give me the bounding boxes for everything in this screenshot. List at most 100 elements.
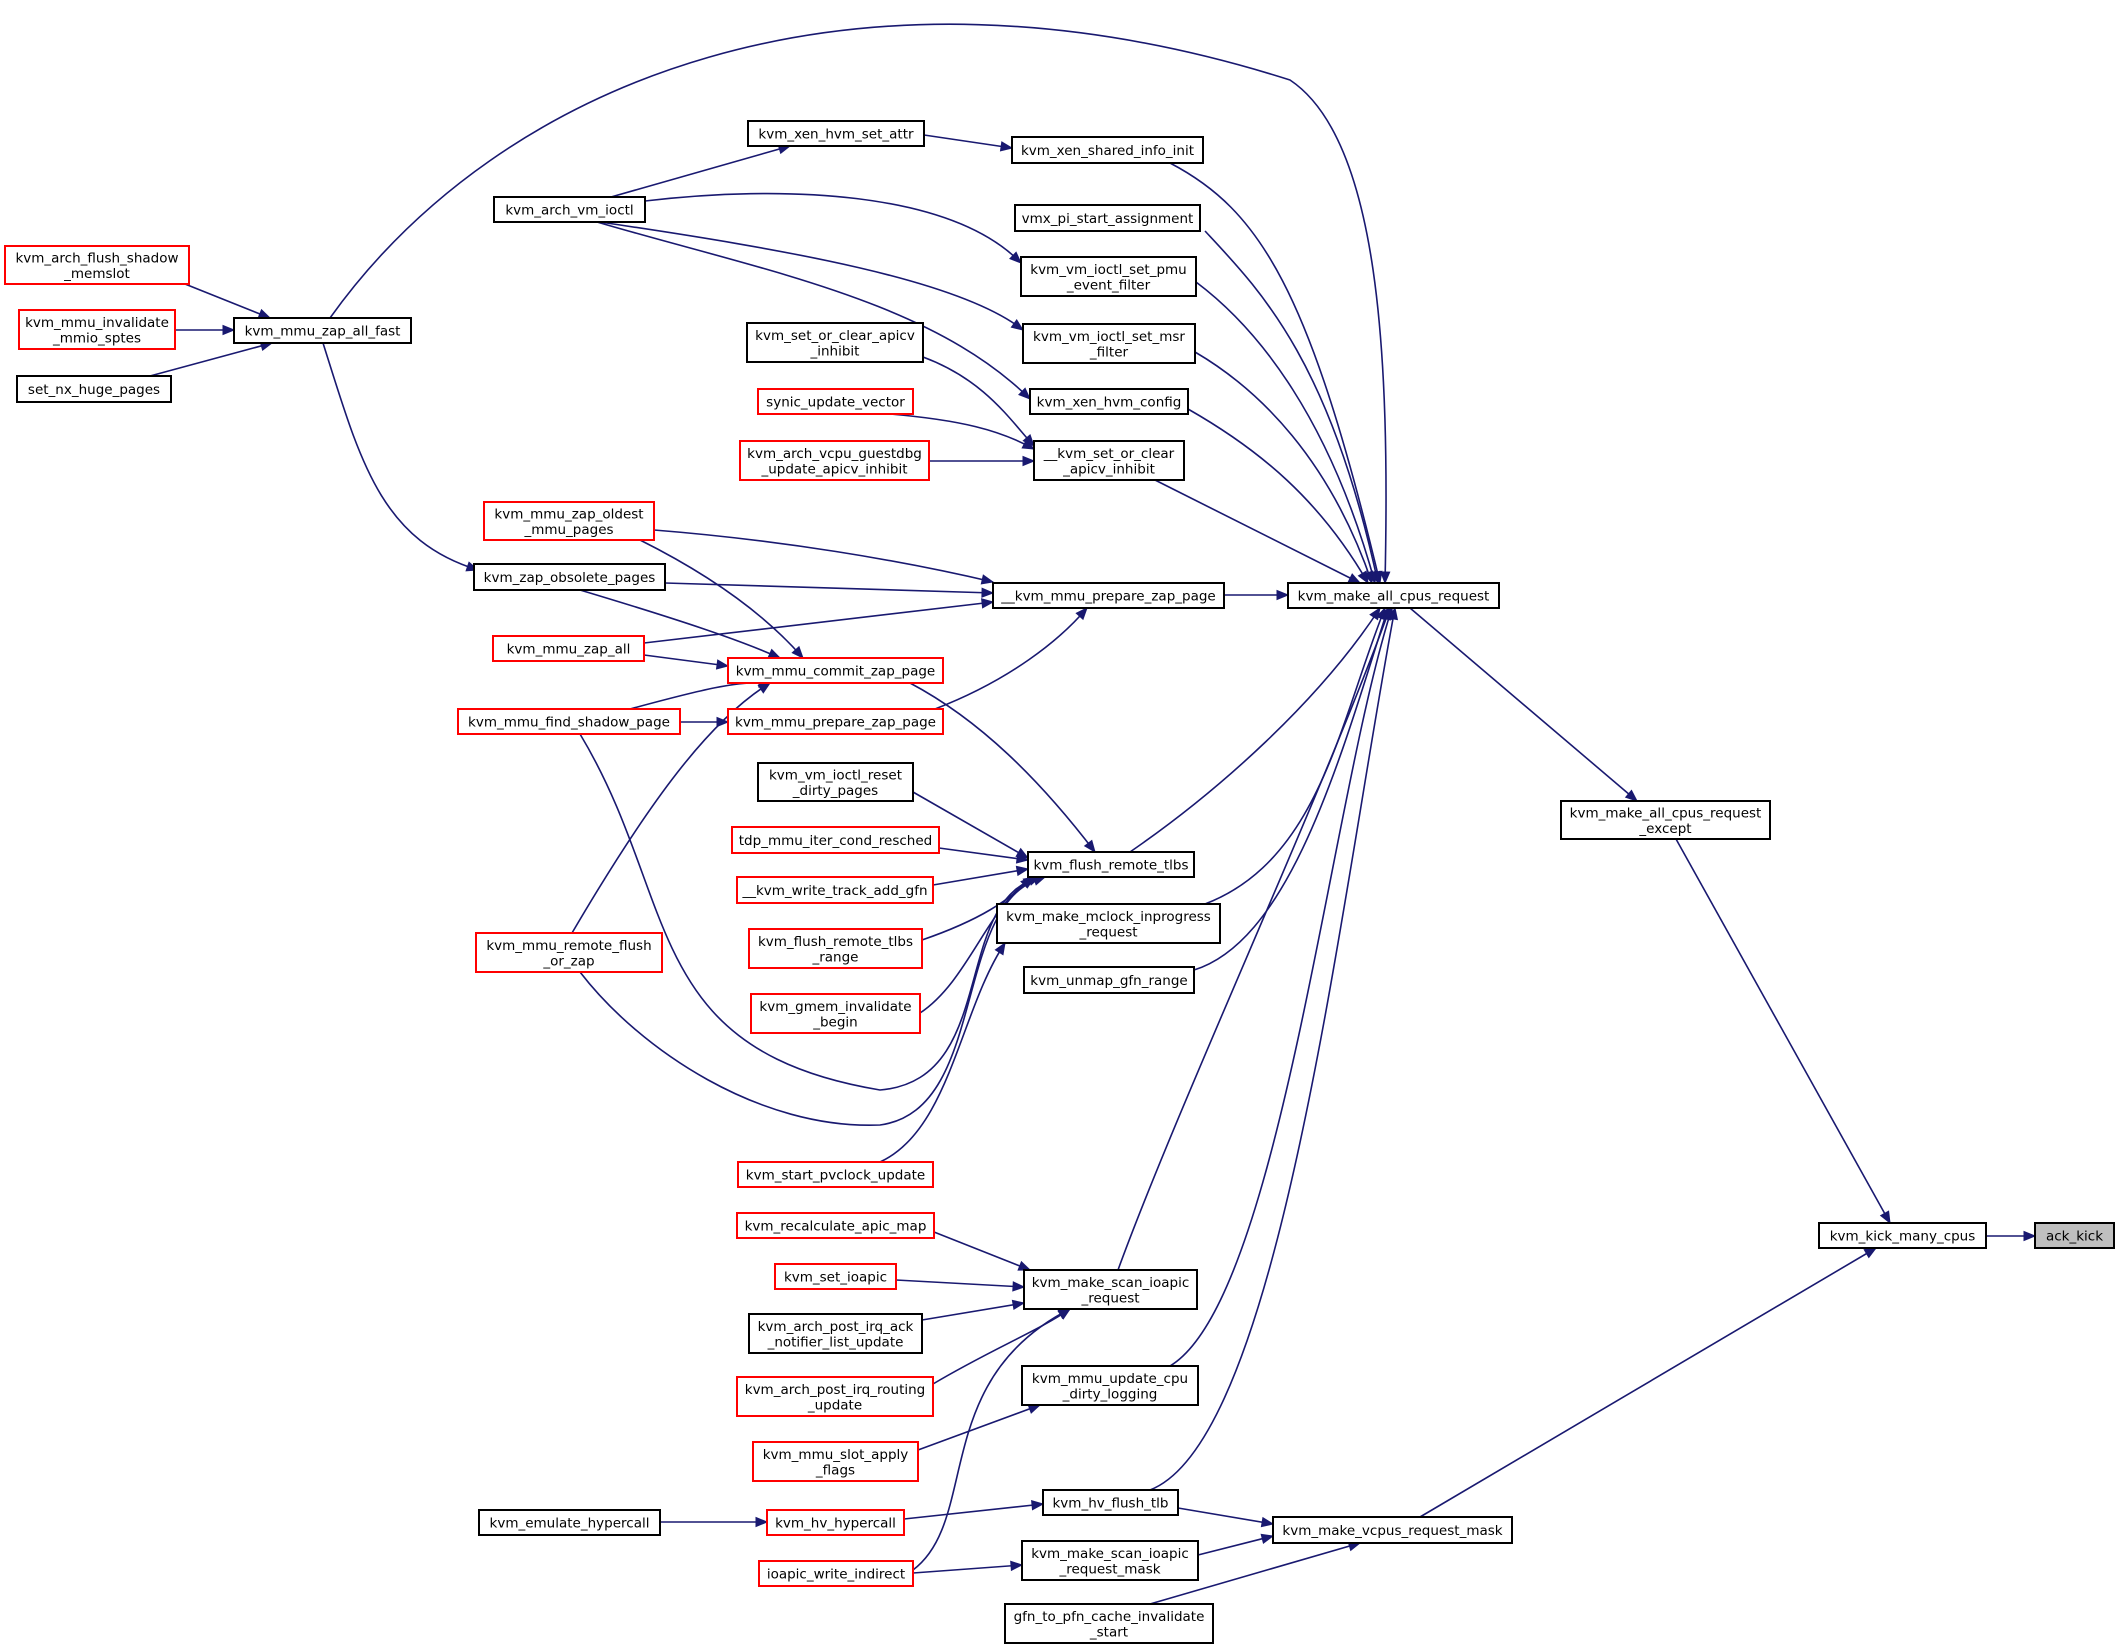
node-kvm-mmu-zap-all[interactable]: kvm_mmu_zap_all	[492, 635, 645, 662]
node-kvm-make-vcpus-request-mask[interactable]: kvm_make_vcpus_request_mask	[1272, 1516, 1513, 1544]
node-box	[473, 563, 666, 591]
arrowhead-icon	[1260, 1516, 1275, 1528]
node-kvm-set-or-clear-apicv-inhibit[interactable]: kvm_set_or_clear_apicv_inhibit	[746, 322, 924, 363]
node-box	[1011, 136, 1204, 164]
node-kvm-hv-flush-tlb[interactable]: kvm_hv_flush_tlb	[1042, 1489, 1179, 1516]
node-box	[992, 582, 1225, 609]
node-set-nx-huge-pages[interactable]: set_nx_huge_pages	[16, 375, 172, 403]
arrowhead-icon	[999, 141, 1014, 152]
edge-line	[639, 539, 804, 659]
node-kvm-mmu-update-cpu-dirty-logging[interactable]: kvm_mmu_update_cpu_dirty_logging	[1021, 1365, 1199, 1406]
node-label: _begin	[812, 1014, 858, 1030]
node-box	[1014, 204, 1201, 232]
node-kvm-make-scan-ioapic-request[interactable]: kvm_make_scan_ioapic_request	[1023, 1269, 1198, 1310]
node-label: kvm_mmu_zap_all_fast	[245, 324, 401, 340]
node-kvm-arch-vcpu-guestdbg-update-apicv-inhibit[interactable]: kvm_arch_vcpu_guestdbg_update_apicv_inhi…	[739, 440, 930, 481]
node-box	[457, 708, 681, 735]
node-kvm-start-pvclock-update[interactable]: kvm_start_pvclock_update	[737, 1161, 934, 1188]
node-kvm-arch-flush-shadow-memslot[interactable]: kvm_arch_flush_shadow_memslot	[4, 245, 190, 285]
node-ioapic-write-indirect[interactable]: ioapic_write_indirect	[758, 1560, 914, 1587]
node-kvm-vm-ioctl-set-msr-filter[interactable]: kvm_vm_ioctl_set_msr_filter	[1022, 323, 1196, 364]
node-kvm-xen-hvm-config[interactable]: kvm_xen_hvm_config	[1029, 388, 1189, 415]
edge-line	[1187, 408, 1369, 584]
arrowhead-icon	[1015, 865, 1030, 877]
node-box	[1560, 800, 1771, 840]
node-label: kvm_kick_many_cpus	[1830, 1229, 1976, 1245]
node-kvm-recalculate-apic-map[interactable]: kvm_recalculate_apic_map	[736, 1212, 935, 1239]
node-label: _range	[811, 949, 858, 965]
node---kvm-set-or-clear-apicv-inhibit[interactable]: __kvm_set_or_clear_apicv_inhibit	[1033, 440, 1185, 481]
node-kvm-unmap-gfn-range[interactable]: kvm_unmap_gfn_range	[1023, 966, 1195, 994]
node-kvm-mmu-commit-zap-page[interactable]: kvm_mmu_commit_zap_page	[727, 657, 944, 684]
node-kvm-gmem-invalidate-begin[interactable]: kvm_gmem_invalidate_begin	[750, 993, 921, 1034]
call-edge-kvm_make_mclock_inprogress_request-to-kvm_make_all_cpus_request	[1204, 606, 1386, 905]
node-kvm-xen-hvm-set-attr[interactable]: kvm_xen_hvm_set_attr	[747, 120, 925, 147]
arrowhead-icon	[1357, 570, 1369, 585]
node-kvm-make-all-cpus-request[interactable]: kvm_make_all_cpus_request	[1287, 582, 1500, 609]
node---kvm-write-track-add-gfn[interactable]: __kvm_write_track_add_gfn	[736, 876, 934, 904]
node-kvm-vm-ioctl-reset-dirty-pages[interactable]: kvm_vm_ioctl_reset_dirty_pages	[757, 762, 914, 802]
node---kvm-mmu-prepare-zap-page[interactable]: __kvm_mmu_prepare_zap_page	[992, 582, 1225, 609]
node-kvm-vm-ioctl-set-pmu-event-filter[interactable]: kvm_vm_ioctl_set_pmu_event_filter	[1020, 256, 1197, 297]
node-kvm-make-mclock-inprogress-request[interactable]: kvm_make_mclock_inprogress_request	[996, 903, 1221, 944]
node-box	[736, 1212, 935, 1239]
node-kvm-emulate-hypercall[interactable]: kvm_emulate_hypercall	[478, 1509, 661, 1536]
node-label: kvm_recalculate_apic_map	[745, 1219, 927, 1235]
node-label: ioapic_write_indirect	[767, 1567, 905, 1583]
node-box	[1021, 1365, 1199, 1406]
node-synic-update-vector[interactable]: synic_update_vector	[757, 388, 914, 415]
node-kvm-kick-many-cpus[interactable]: kvm_kick_many_cpus	[1818, 1222, 1987, 1249]
arrowhead-icon	[1057, 1308, 1072, 1320]
call-edge-kvm_mmu_find_shadow_page-to-kvm_mmu_prepare_zap_page	[680, 716, 730, 728]
node-vmx-pi-start-assignment[interactable]: vmx_pi_start_assignment	[1014, 204, 1201, 232]
node-kvm-arch-post-irq-ack-notifier-list-update[interactable]: kvm_arch_post_irq_ack_notifier_list_upda…	[748, 1313, 923, 1354]
call-edge-kvm_hv_hypercall-to-kvm_hv_flush_tlb	[903, 1500, 1045, 1520]
arrowhead-icon	[791, 645, 804, 659]
edge-line	[933, 1231, 1031, 1271]
arrowhead-icon	[1624, 789, 1639, 802]
node-box	[493, 196, 646, 223]
node-kvm-flush-remote-tlbs-range[interactable]: kvm_flush_remote_tlbs_range	[748, 928, 923, 969]
node-kvm-flush-remote-tlbs[interactable]: kvm_flush_remote_tlbs	[1027, 851, 1195, 878]
node-kvm-mmu-invalidate-mmio-sptes[interactable]: kvm_mmu_invalidate_mmio_sptes	[18, 309, 176, 350]
node-label: kvm_emulate_hypercall	[490, 1516, 650, 1532]
node-gfn-to-pfn-cache-invalidate-start[interactable]: gfn_to_pfn_cache_invalidate_start	[1004, 1603, 1214, 1644]
edge-line	[184, 283, 271, 319]
node-box	[18, 309, 176, 350]
edge-line	[889, 413, 1035, 450]
node-kvm-make-all-cpus-request-except[interactable]: kvm_make_all_cpus_request_except	[1560, 800, 1771, 840]
node-ack-kick[interactable]: ack_kick	[2034, 1222, 2115, 1249]
node-tdp-mmu-iter-cond-resched[interactable]: tdp_mmu_iter_cond_resched	[731, 826, 940, 854]
edge-line	[579, 733, 1041, 1091]
node-box	[1023, 966, 1195, 994]
node-label: _inhibit	[810, 343, 860, 359]
node-kvm-mmu-prepare-zap-page[interactable]: kvm_mmu_prepare_zap_page	[727, 708, 944, 735]
arrowhead-icon	[994, 941, 1006, 956]
node-kvm-mmu-find-shadow-page[interactable]: kvm_mmu_find_shadow_page	[457, 708, 681, 735]
node-kvm-mmu-slot-apply-flags[interactable]: kvm_mmu_slot_apply_flags	[752, 1441, 919, 1482]
edge-line	[643, 601, 994, 644]
node-label: kvm_mmu_slot_apply	[763, 1447, 909, 1463]
node-kvm-hv-hypercall[interactable]: kvm_hv_hypercall	[766, 1509, 905, 1536]
node-kvm-xen-shared-info-init[interactable]: kvm_xen_shared_info_init	[1011, 136, 1204, 164]
node-kvm-mmu-zap-all-fast[interactable]: kvm_mmu_zap_all_fast	[233, 317, 412, 344]
node-box	[1029, 388, 1189, 415]
arrowhead-icon	[2023, 1230, 2037, 1242]
edge-line	[1154, 479, 1361, 584]
node-kvm-zap-obsolete-pages[interactable]: kvm_zap_obsolete_pages	[473, 563, 666, 591]
node-box	[1818, 1222, 1987, 1249]
edge-line	[1129, 607, 1381, 853]
call-edge-kvm_xen_shared_info_init-to-kvm_make_all_cpus_request	[1169, 162, 1383, 585]
node-kvm-mmu-zap-oldest-mmu-pages[interactable]: kvm_mmu_zap_oldest_mmu_pages	[483, 501, 655, 541]
node-box	[737, 1161, 934, 1188]
node-kvm-arch-vm-ioctl[interactable]: kvm_arch_vm_ioctl	[493, 196, 646, 223]
node-label: kvm_hv_flush_tlb	[1052, 1496, 1168, 1512]
node-box	[1020, 256, 1197, 297]
node-kvm-mmu-remote-flush-or-zap[interactable]: kvm_mmu_remote_flush_or_zap	[475, 932, 663, 973]
node-label: _or_zap	[542, 953, 594, 969]
node-kvm-arch-post-irq-routing-update[interactable]: kvm_arch_post_irq_routing_update	[736, 1376, 934, 1417]
node-box	[758, 1560, 914, 1587]
arrowhead-icon	[755, 1516, 769, 1528]
node-kvm-make-scan-ioapic-request-mask[interactable]: kvm_make_scan_ioapic_request_mask	[1021, 1540, 1199, 1581]
node-kvm-set-ioapic[interactable]: kvm_set_ioapic	[774, 1263, 897, 1290]
